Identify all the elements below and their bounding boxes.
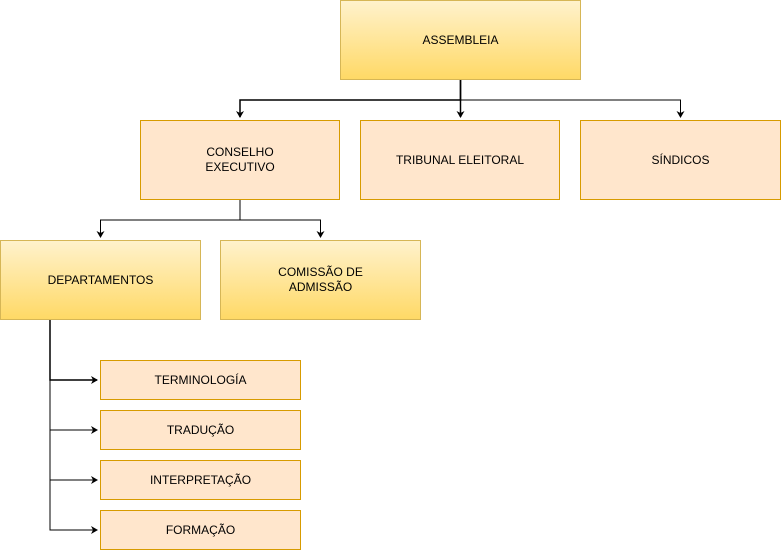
node-traducao[interactable]: TRADUÇÃO <box>100 410 301 450</box>
node-assembleia[interactable]: ASSEMBLEIA <box>340 0 581 80</box>
connector-conselho-departamentos <box>96 200 241 238</box>
node-conselho-executivo[interactable]: CONSELHO EXECUTIVO <box>140 120 340 200</box>
node-interpretacao-label: INTERPRETAÇÃO <box>149 472 252 487</box>
node-conselho-executivo-label: CONSELHO EXECUTIVO <box>205 145 275 174</box>
node-terminologia[interactable]: TERMINOLOGÍA <box>100 360 301 400</box>
connector-assembleia-conselho <box>236 80 462 118</box>
node-departamentos-label: DEPARTAMENTOS <box>47 272 154 287</box>
connector-departamentos-formacao <box>49 320 98 534</box>
node-assembleia-label: ASSEMBLEIA <box>422 32 499 47</box>
node-interpretacao[interactable]: INTERPRETAÇÃO <box>100 460 301 500</box>
node-sindicos[interactable]: SÍNDICOS <box>580 120 781 200</box>
node-formacao[interactable]: FORMAÇÃO <box>100 510 301 550</box>
connector-conselho-comissao <box>239 200 325 238</box>
connector-assembleia-sindicos <box>460 80 685 118</box>
connector-departamentos-terminologia <box>49 320 98 384</box>
node-departamentos[interactable]: DEPARTAMENTOS <box>0 240 201 320</box>
connector-departamentos-traducao <box>49 320 98 434</box>
node-comissao-de-admissao[interactable]: COMISSÃO DE ADMISSÃO <box>220 240 421 320</box>
node-traducao-label: TRADUÇÃO <box>166 422 235 437</box>
node-tribunal-eleitoral[interactable]: TRIBUNAL ELEITORAL <box>360 120 560 200</box>
node-terminologia-label: TERMINOLOGÍA <box>154 372 247 387</box>
connector-departamentos-interpretacao <box>49 320 98 484</box>
node-comissao-de-admissao-label: COMISSÃO DE ADMISSÃO <box>278 265 363 294</box>
node-formacao-label: FORMAÇÃO <box>165 522 236 537</box>
node-tribunal-eleitoral-label: TRIBUNAL ELEITORAL <box>395 152 525 167</box>
node-sindicos-label: SÍNDICOS <box>651 152 710 167</box>
